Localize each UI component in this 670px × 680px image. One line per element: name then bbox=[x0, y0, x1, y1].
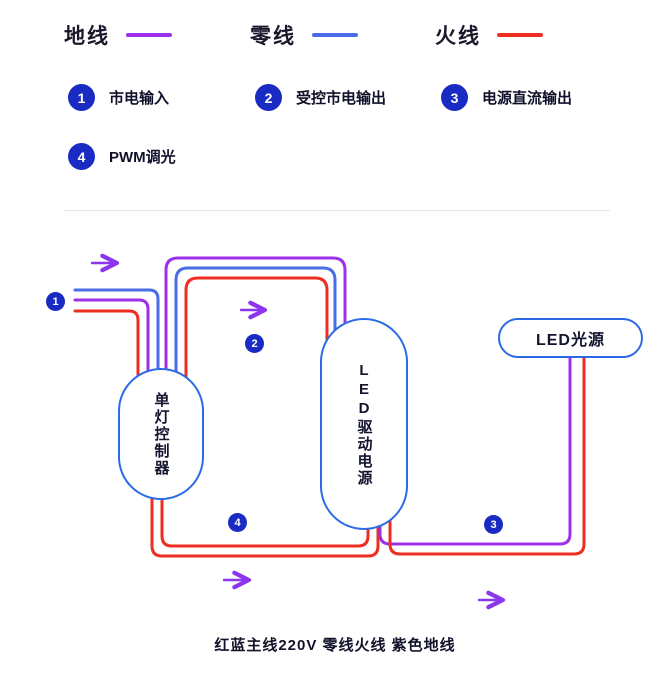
wiring-diagram bbox=[73, 253, 586, 610]
section-divider bbox=[64, 210, 610, 211]
lamp-controller-label: 单灯控制器 bbox=[152, 391, 170, 477]
wire-dc-live bbox=[388, 350, 586, 556]
diagram-caption: 红蓝主线220V 零线火线 紫色地线 bbox=[214, 637, 456, 654]
wire-pwm-inner bbox=[160, 456, 370, 548]
legend-item-dc-output: 3 电源直流输出 bbox=[441, 84, 572, 111]
badge-4: 4 bbox=[68, 143, 95, 170]
legend-item-ground-wire: 地线 bbox=[64, 20, 172, 50]
wire-live-input bbox=[73, 309, 140, 386]
dc-output-label: 电源直流输出 bbox=[482, 90, 573, 107]
ground-wire-label: 地线 bbox=[64, 25, 110, 48]
diagram-badge-3: 3 bbox=[484, 515, 503, 534]
live-wire-swatch bbox=[497, 33, 543, 37]
diagram-badge-1: 1 bbox=[46, 292, 65, 311]
badge-1: 1 bbox=[68, 84, 95, 111]
legend-item-pwm-dimming: 4 PWM调光 bbox=[68, 143, 176, 170]
controlled-mains-output-label: 受控市电输出 bbox=[296, 90, 387, 107]
pwm-dimming-label: PWM调光 bbox=[109, 149, 176, 166]
wire-neutral-loop bbox=[174, 266, 337, 425]
mains-input-label: 市电输入 bbox=[109, 90, 170, 107]
badge-3: 3 bbox=[441, 84, 468, 111]
legend-item-controlled-mains-output: 2 受控市电输出 bbox=[255, 84, 386, 111]
legend-item-live-wire: 火线 bbox=[435, 20, 543, 50]
diagram-badge-4: 4 bbox=[228, 513, 247, 532]
node-led-light: LED光源 bbox=[498, 318, 643, 358]
wire-pwm-outer bbox=[150, 456, 380, 558]
diagram-badge-2: 2 bbox=[245, 334, 264, 353]
badge-2: 2 bbox=[255, 84, 282, 111]
ground-wire-swatch bbox=[126, 33, 172, 37]
led-driver-label: LED驱动电源 bbox=[355, 361, 373, 487]
node-led-driver: LED驱动电源 bbox=[320, 318, 408, 530]
live-wire-label: 火线 bbox=[435, 25, 481, 48]
wire-dc-ground bbox=[378, 350, 572, 546]
wire-neutral-input bbox=[73, 288, 160, 380]
wire-live-loop bbox=[184, 276, 329, 425]
legend-item-mains-input: 1 市电输入 bbox=[68, 84, 169, 111]
node-lamp-controller: 单灯控制器 bbox=[118, 368, 204, 500]
neutral-wire-swatch bbox=[312, 33, 358, 37]
neutral-wire-label: 零线 bbox=[250, 25, 296, 48]
wire-ground-loop bbox=[164, 256, 347, 425]
led-light-label: LED光源 bbox=[535, 332, 605, 349]
legend-item-neutral-wire: 零线 bbox=[250, 20, 358, 50]
wire-ground-input bbox=[73, 298, 150, 382]
